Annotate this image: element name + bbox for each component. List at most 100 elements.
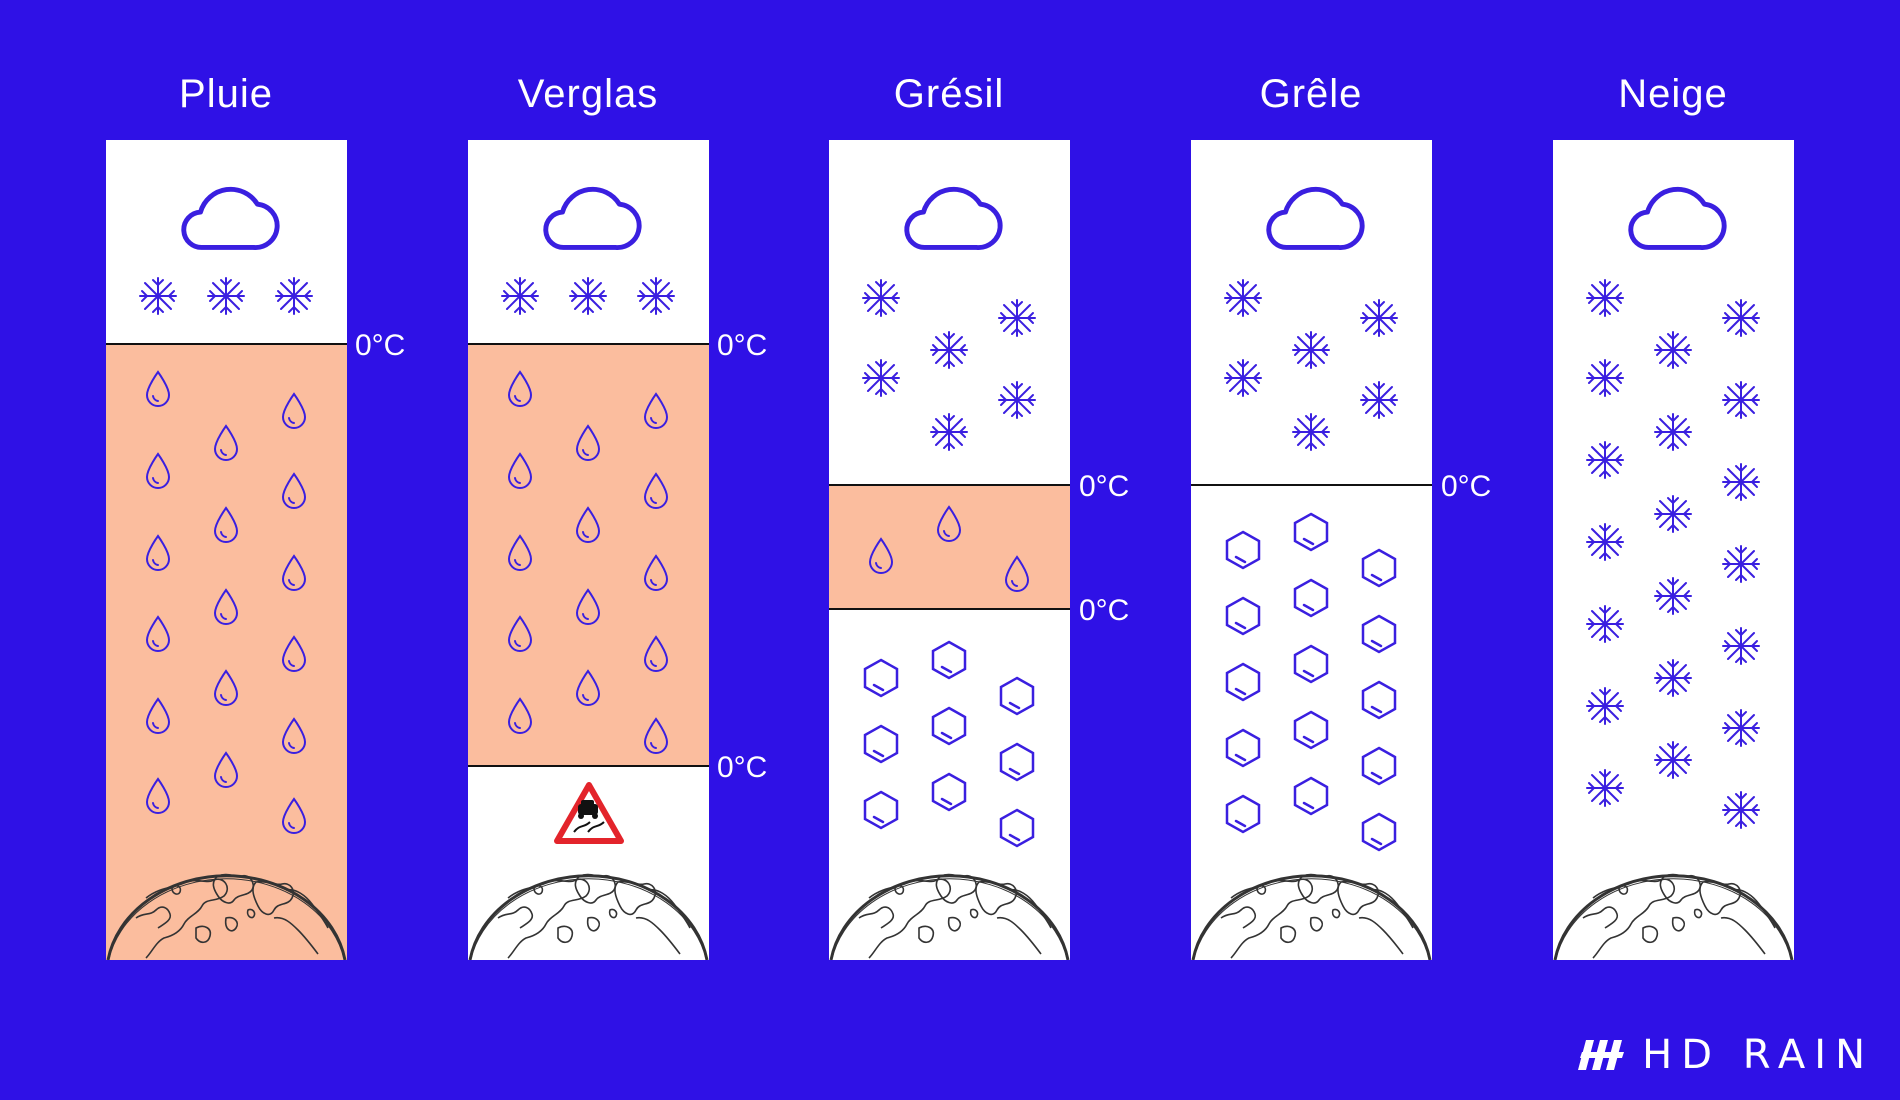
- snowflake-icon: [1585, 278, 1625, 318]
- raindrop-icon: [934, 504, 964, 544]
- raindrop-icon: [211, 505, 241, 545]
- snowflake-icon: [1653, 412, 1693, 452]
- snowflake-icon: [997, 380, 1037, 420]
- raindrop-icon: [573, 587, 603, 627]
- hailstone-icon: [1359, 812, 1399, 852]
- earth-globe-icon: [106, 858, 347, 960]
- isotherm-label: 0°C: [717, 751, 768, 784]
- column-title-pluie: Pluie: [179, 72, 273, 116]
- snowflake-icon: [1585, 440, 1625, 480]
- hailstone-icon: [1223, 530, 1263, 570]
- ice-pellet-icon: [861, 658, 901, 698]
- raindrop-icon: [279, 796, 309, 836]
- ice-pellet-icon: [997, 808, 1037, 848]
- isotherm-line: [1191, 484, 1432, 486]
- snowflake-icon: [1721, 380, 1761, 420]
- cloud-icon: [896, 176, 1004, 256]
- raindrop-icon: [143, 533, 173, 573]
- precipitation-column-grele: [1191, 140, 1432, 960]
- snowflake-icon: [1359, 380, 1399, 420]
- raindrop-icon: [573, 668, 603, 708]
- snowflake-icon: [1359, 298, 1399, 338]
- precipitation-column-gresil: [829, 140, 1070, 960]
- ice-pellet-icon: [997, 742, 1037, 782]
- isotherm-label: 0°C: [1079, 470, 1130, 503]
- snowflake-icon: [1721, 298, 1761, 338]
- hailstone-icon: [1291, 512, 1331, 552]
- snowflake-icon: [1223, 358, 1263, 398]
- raindrop-icon: [505, 533, 535, 573]
- snowflake-icon: [1721, 790, 1761, 830]
- hailstone-icon: [1359, 680, 1399, 720]
- snowflake-icon: [1653, 494, 1693, 534]
- ice-pellet-icon: [997, 676, 1037, 716]
- hailstone-icon: [1291, 776, 1331, 816]
- ice-pellet-icon: [861, 724, 901, 764]
- isotherm-line: [468, 765, 709, 767]
- hailstone-icon: [1359, 548, 1399, 588]
- raindrop-icon: [279, 716, 309, 756]
- snowflake-icon: [1291, 412, 1331, 452]
- ice-pellet-icon: [861, 790, 901, 830]
- precipitation-column-pluie: [106, 140, 347, 960]
- ice-pellet-icon: [929, 640, 969, 680]
- raindrop-icon: [641, 553, 671, 593]
- snowflake-icon: [568, 276, 608, 316]
- raindrop-icon: [641, 391, 671, 431]
- isotherm-label: 0°C: [717, 329, 768, 362]
- isotherm-line: [468, 343, 709, 345]
- cloud-icon: [1620, 176, 1728, 256]
- isotherm-label: 0°C: [355, 329, 406, 362]
- snowflake-icon: [1721, 626, 1761, 666]
- raindrop-icon: [279, 471, 309, 511]
- snowflake-icon: [138, 276, 178, 316]
- isotherm-label: 0°C: [1079, 594, 1130, 627]
- cloud-icon: [535, 176, 643, 256]
- raindrop-icon: [279, 553, 309, 593]
- snowflake-icon: [274, 276, 314, 316]
- earth-globe-icon: [1191, 858, 1432, 960]
- raindrop-icon: [641, 634, 671, 674]
- hailstone-icon: [1291, 710, 1331, 750]
- hailstone-icon: [1359, 746, 1399, 786]
- slippery-road-warning-icon: [554, 782, 624, 844]
- raindrop-icon: [641, 471, 671, 511]
- column-title-verglas: Verglas: [517, 72, 659, 116]
- raindrop-icon: [211, 750, 241, 790]
- hailstone-icon: [1223, 662, 1263, 702]
- snowflake-icon: [861, 358, 901, 398]
- raindrop-icon: [505, 369, 535, 409]
- raindrop-icon: [505, 696, 535, 736]
- raindrop-icon: [279, 634, 309, 674]
- snowflake-icon: [1653, 330, 1693, 370]
- earth-globe-icon: [468, 858, 709, 960]
- raindrop-icon: [211, 587, 241, 627]
- warm-layer: [829, 485, 1070, 609]
- isotherm-line: [829, 484, 1070, 486]
- earth-globe-icon: [1553, 858, 1794, 960]
- snowflake-icon: [861, 278, 901, 318]
- ice-pellet-icon: [929, 772, 969, 812]
- snowflake-icon: [1721, 544, 1761, 584]
- raindrop-icon: [143, 369, 173, 409]
- hailstone-icon: [1359, 614, 1399, 654]
- column-title-gresil: Grésil: [893, 72, 1005, 116]
- raindrop-icon: [211, 423, 241, 463]
- column-title-grele: Grêle: [1259, 72, 1363, 116]
- raindrop-icon: [143, 696, 173, 736]
- ice-pellet-icon: [929, 706, 969, 746]
- raindrop-icon: [1002, 554, 1032, 594]
- raindrop-icon: [641, 716, 671, 756]
- raindrop-icon: [866, 536, 896, 576]
- snowflake-icon: [997, 298, 1037, 338]
- isotherm-line: [106, 343, 347, 345]
- cloud-icon: [173, 176, 281, 256]
- snowflake-icon: [1585, 768, 1625, 808]
- snowflake-icon: [1585, 686, 1625, 726]
- precipitation-column-verglas: [468, 140, 709, 960]
- snowflake-icon: [1721, 462, 1761, 502]
- snowflake-icon: [929, 412, 969, 452]
- column-title-neige: Neige: [1618, 72, 1728, 116]
- hd-rain-logo-icon: [1578, 1040, 1625, 1070]
- snowflake-icon: [1721, 708, 1761, 748]
